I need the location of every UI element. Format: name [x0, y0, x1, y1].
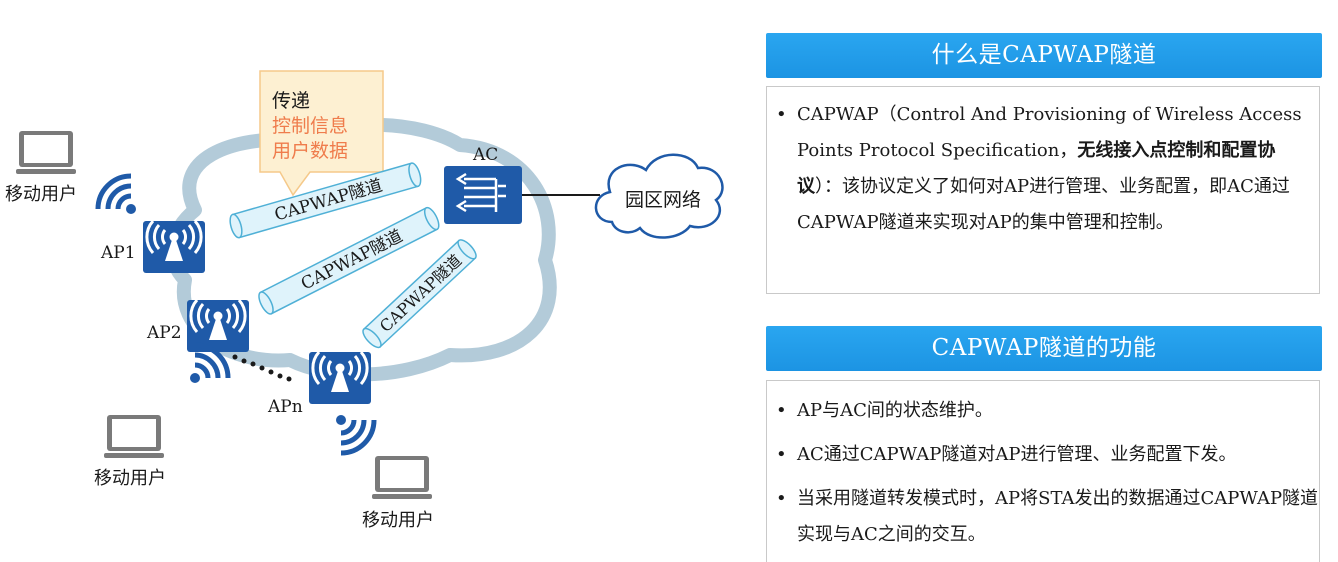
campus-network-cloud: [594, 153, 724, 239]
campus-network-label: 园区网络: [625, 189, 701, 211]
ac-controller-icon: [444, 166, 522, 224]
mobile-user-label-3: 移动用户: [362, 510, 434, 531]
tunnel-label-2: CAPWAP隧道: [298, 226, 406, 294]
function-item-1: AP与AC间的状态维护。: [767, 393, 1319, 429]
callout-line-2: 控制信息: [272, 115, 348, 137]
more-aps-dots: [232, 354, 292, 382]
mobile-user-label-1: 移动用户: [5, 184, 77, 205]
callout-line-1: 传递: [272, 90, 310, 112]
tunnel-label-3: CAPWAP隧道: [376, 251, 465, 336]
laptop-icon-1: [16, 131, 76, 174]
callout-line-3: 用户数据: [272, 140, 348, 162]
function-item-3: 当采用隧道转发模式时，AP将STA发出的数据通过CAPWAP隧道实现与AC之间的…: [767, 481, 1319, 553]
panel-what-is-capwap-header: 什么是CAPWAP隧道: [766, 33, 1322, 78]
ap1-icon: [141, 219, 207, 275]
panel-what-is-capwap-body: CAPWAP（Control And Provisioning of Wirel…: [766, 86, 1320, 294]
ap2-label: AP2: [146, 323, 182, 343]
definition-text-bold: 无线接入点控制和配置协议: [797, 140, 1276, 197]
laptop-icon-3: [372, 456, 432, 499]
panel-capwap-functions-header: CAPWAP隧道的功能: [766, 326, 1322, 371]
capwap-definition-item: CAPWAP（Control And Provisioning of Wirel…: [767, 97, 1319, 241]
capwap-network-diagram: 传递 控制信息 用户数据 CAPWAP隧道 CAPWAP隧道 CAPWAP隧道 …: [5, 70, 724, 531]
panel-capwap-functions-body: AP与AC间的状态维护。 AC通过CAPWAP隧道对AP进行管理、业务配置下发。…: [766, 380, 1320, 562]
definition-text-2: ）：该协议定义了如何对AP进行管理、业务配置，即AC通过CAPWAP隧道来实现对…: [797, 176, 1290, 233]
wifi-wave-icon-ap1: [98, 176, 136, 214]
ap1-label: AP1: [100, 243, 136, 263]
ac-label: AC: [472, 145, 498, 165]
definition-text-1: CAPWAP（Control And Provisioning of Wirel…: [797, 104, 1302, 161]
function-item-2: AC通过CAPWAP隧道对AP进行管理、业务配置下发。: [767, 437, 1319, 473]
apn-icon: [307, 350, 373, 406]
apn-label: APn: [267, 397, 303, 417]
wifi-wave-icon-apn: [336, 415, 374, 453]
laptop-icon-2: [104, 415, 164, 458]
mobile-user-label-2: 移动用户: [94, 468, 166, 489]
callout-box: [259, 70, 384, 197]
